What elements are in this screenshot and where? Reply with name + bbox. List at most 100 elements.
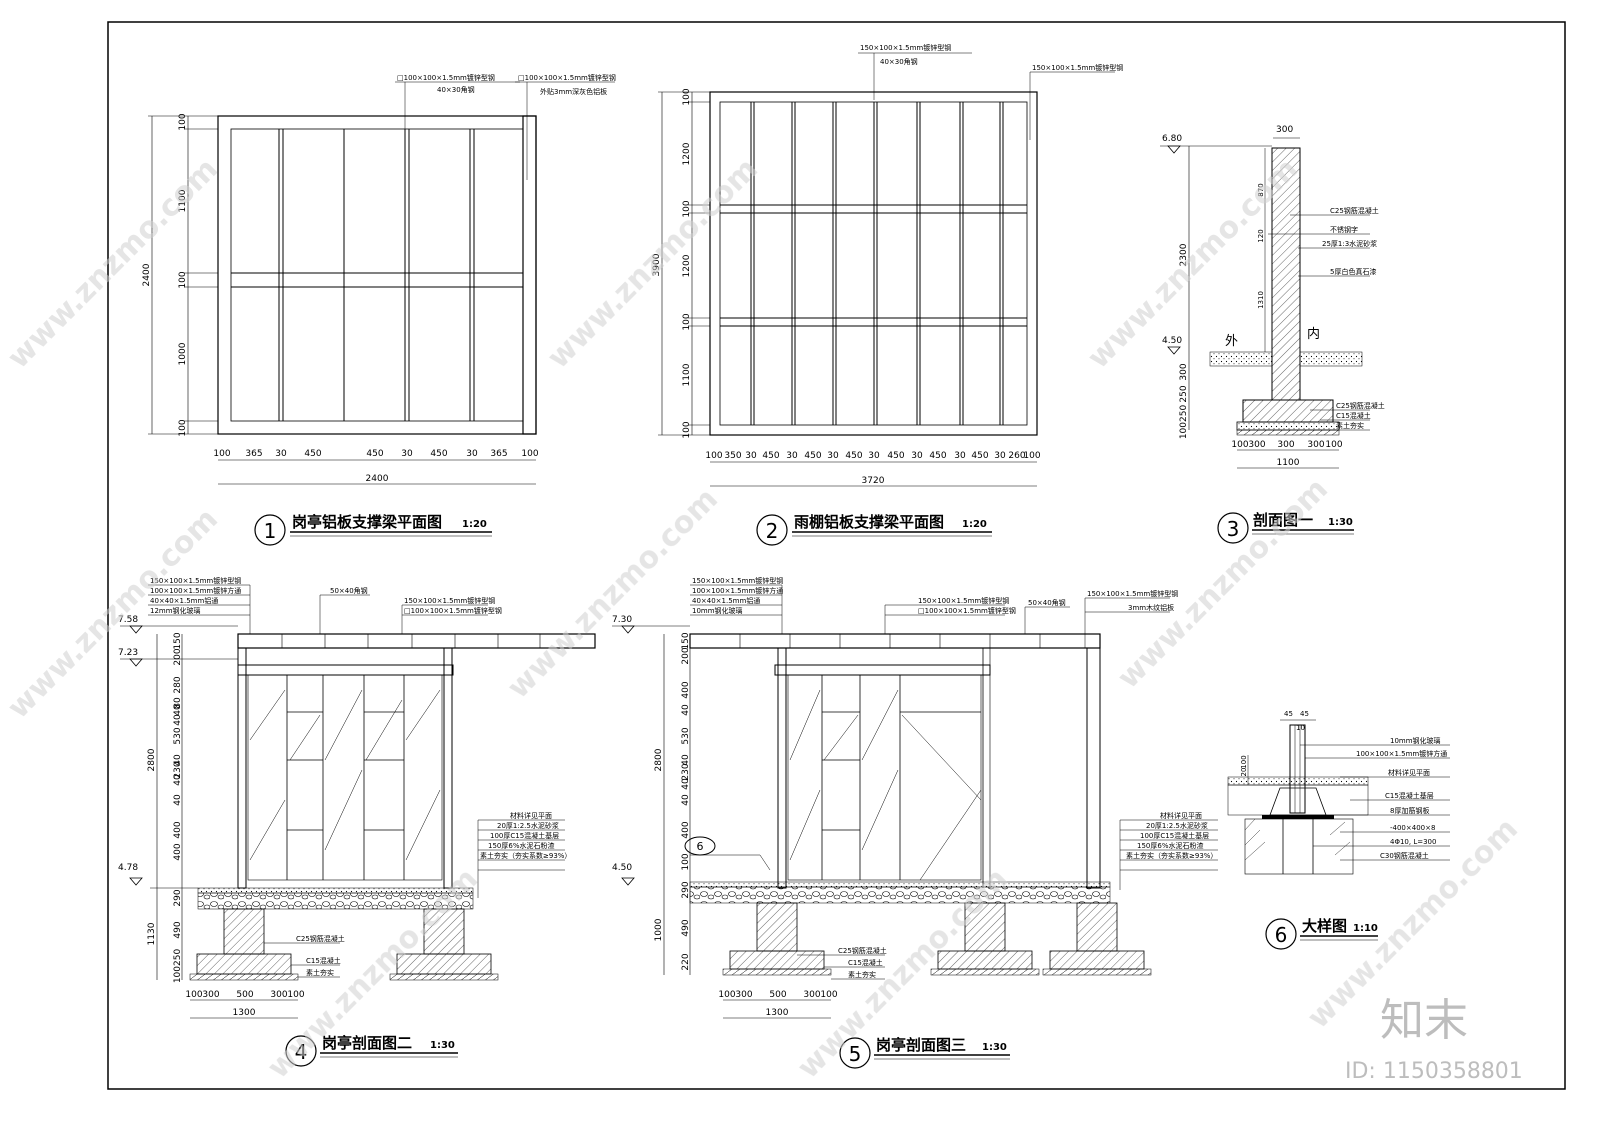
d2-note: 150×100×1.5mm镀锌型钢 — [1032, 63, 1123, 72]
d1-note: 外贴3mm深灰色铝板 — [540, 87, 607, 96]
d2-dim-v: 1200 — [682, 142, 692, 165]
d1-dim-h: 30 — [401, 449, 413, 459]
d5-note: 150×100×1.5mm镀锌型钢 — [692, 576, 783, 585]
d5-footing-note: C15混凝土 — [848, 958, 883, 967]
brand-watermark: 知末 — [1380, 995, 1468, 1046]
d6-note: 10mm钢化玻璃 — [1390, 736, 1441, 745]
d2-dim-h: 30 — [868, 451, 880, 461]
d2-dim-h: 100 — [1023, 451, 1040, 461]
d2-scale: 1:20 — [962, 519, 987, 530]
d2-dim-v: 1100 — [682, 363, 692, 386]
d5-dim-h: 100 — [820, 990, 837, 1000]
d4-dim-v: 280 — [173, 676, 183, 693]
d3-note: 素土夯实 — [1336, 421, 1364, 430]
d5-dim-h: 100 — [718, 990, 735, 1000]
d4-dim-v: 400 — [173, 821, 183, 838]
d4-dim-v: 40 — [173, 754, 183, 766]
d3-level: 6.80 — [1162, 134, 1182, 144]
d3-label-inside: 内 — [1307, 326, 1320, 342]
d3-dim-inner: 870 — [1257, 183, 1265, 196]
d1-note: 40×30角钢 — [437, 85, 475, 94]
d5-dim-v: 40 — [681, 704, 691, 716]
sheet-border — [107, 21, 1566, 1090]
d4-dim-h: 100 — [287, 990, 304, 1000]
d1-dim-h: 365 — [490, 449, 507, 459]
d4-dim-h: 300 — [270, 990, 287, 1000]
d5-dim-v: 150 — [681, 632, 691, 649]
d2-dim-h: 30 — [745, 451, 757, 461]
d6-note: 8厚加筋钢板 — [1390, 806, 1429, 815]
d4-note: 100×100×1.5mm镀锌方通 — [150, 586, 241, 595]
d3-note: C25钢筋混凝土 — [1330, 206, 1379, 215]
d5-dim-v: 1000 — [654, 918, 664, 941]
d1-dim-h: 100 — [521, 449, 538, 459]
d5-note: 150×100×1.5mm镀锌型钢 — [1087, 589, 1178, 598]
d6-number: 6 — [1275, 923, 1288, 947]
d1-dim-total-h: 2400 — [366, 474, 389, 484]
drawing-4-section: 7.58 7.23 4.78 1502002808040405304023040… — [118, 576, 596, 1067]
d5-footing-note: C25钢筋混凝土 — [838, 946, 887, 955]
d4-note: 150×100×1.5mm镀锌型钢 — [404, 596, 495, 605]
d2-dim-total-v: 3900 — [652, 253, 662, 276]
watermark-text: www.znzmo.com — [541, 152, 765, 376]
d4-note: 12mm钢化玻璃 — [150, 606, 201, 615]
d2-dim-h: 30 — [911, 451, 923, 461]
d2-dim-h: 450 — [845, 451, 862, 461]
d2-dim-h: 30 — [994, 451, 1006, 461]
d5-floor-note: 100厚C15混凝土基层 — [1140, 831, 1209, 840]
d1-dim-h: 450 — [430, 449, 447, 459]
d6-scale: 1:10 — [1353, 923, 1378, 934]
d3-note: 25厚1:3水泥砂浆 — [1322, 239, 1377, 248]
d2-dim-v: 100 — [682, 200, 692, 217]
d2-number: 2 — [766, 519, 779, 543]
d5-callout-number: 6 — [697, 840, 704, 853]
d1-dim-v: 100 — [178, 419, 188, 436]
d4-floor-note: 150厚6%水泥石粉渣 — [488, 841, 554, 850]
d1-note: □100×100×1.5mm镀锌型钢 — [397, 73, 495, 82]
d4-dim-h: 300 — [202, 990, 219, 1000]
d3-dim-v: 2300 — [1179, 243, 1189, 266]
d4-dim-v: 1130 — [147, 922, 157, 945]
d4-dim-v: 230 — [173, 761, 183, 778]
d3-dim-h: 300 — [1307, 440, 1324, 450]
d2-note: 40×30角钢 — [880, 57, 918, 66]
d3-note: C15混凝土 — [1336, 411, 1371, 420]
d3-note: 不锈钢字 — [1330, 225, 1358, 234]
d3-top-dim: 300 — [1276, 125, 1293, 135]
d5-floor-note: 素土夯实（夯实系数≥93%） — [1126, 851, 1217, 860]
d2-dim-h: 260 — [1008, 451, 1025, 461]
d1-dim-h: 100 — [213, 449, 230, 459]
d6-note: -400×400×8 — [1390, 824, 1435, 832]
d1-dim-h: 365 — [245, 449, 262, 459]
d5-dim-h: 300 — [735, 990, 752, 1000]
d6-note: 4Φ10, L=300 — [1390, 838, 1436, 846]
d3-scale: 1:30 — [1328, 517, 1353, 528]
d2-dim-h: 30 — [827, 451, 839, 461]
d2-dim-h: 450 — [971, 451, 988, 461]
id-watermark: ID: 1150358801 — [1345, 1059, 1523, 1084]
d5-dim-h: 500 — [769, 990, 786, 1000]
d3-dim-h: 300 — [1277, 440, 1294, 450]
d4-dim-v: 400 — [173, 843, 183, 860]
d5-dim-v: 40 — [681, 778, 691, 790]
d5-floor-note: 材料详见平面 — [1160, 811, 1202, 820]
d1-dim-v: 1000 — [178, 342, 188, 365]
d3-dim-v: 100250 — [1179, 405, 1189, 440]
d2-title: 雨棚铝板支撑梁平面图 — [794, 513, 944, 531]
d5-dim-v: 400 — [681, 821, 691, 838]
d2-dim-v: 100 — [682, 421, 692, 438]
d4-dim-v: 40 — [173, 774, 183, 786]
d6-dim-v: 100 — [1240, 755, 1248, 768]
d5-note: 50×40角钢 — [1028, 598, 1066, 607]
d4-floor-note: 20厚1:2.5水泥砂浆 — [497, 821, 559, 830]
d4-level: 7.23 — [118, 648, 138, 658]
d5-dim-v: 220 — [681, 953, 691, 970]
d3-dim-inner: 1310 — [1257, 291, 1265, 309]
d4-level: 7.58 — [118, 615, 138, 625]
d5-title: 岗亭剖面图三 — [876, 1036, 966, 1054]
d5-dim-v: 230 — [681, 763, 691, 780]
d4-dim-v: 40 — [173, 714, 183, 726]
d5-dim-total-h: 1300 — [766, 1008, 789, 1018]
drawing-1-plan: 2400 100 1100 100 1000 100 100 365 30 45… — [142, 73, 616, 546]
